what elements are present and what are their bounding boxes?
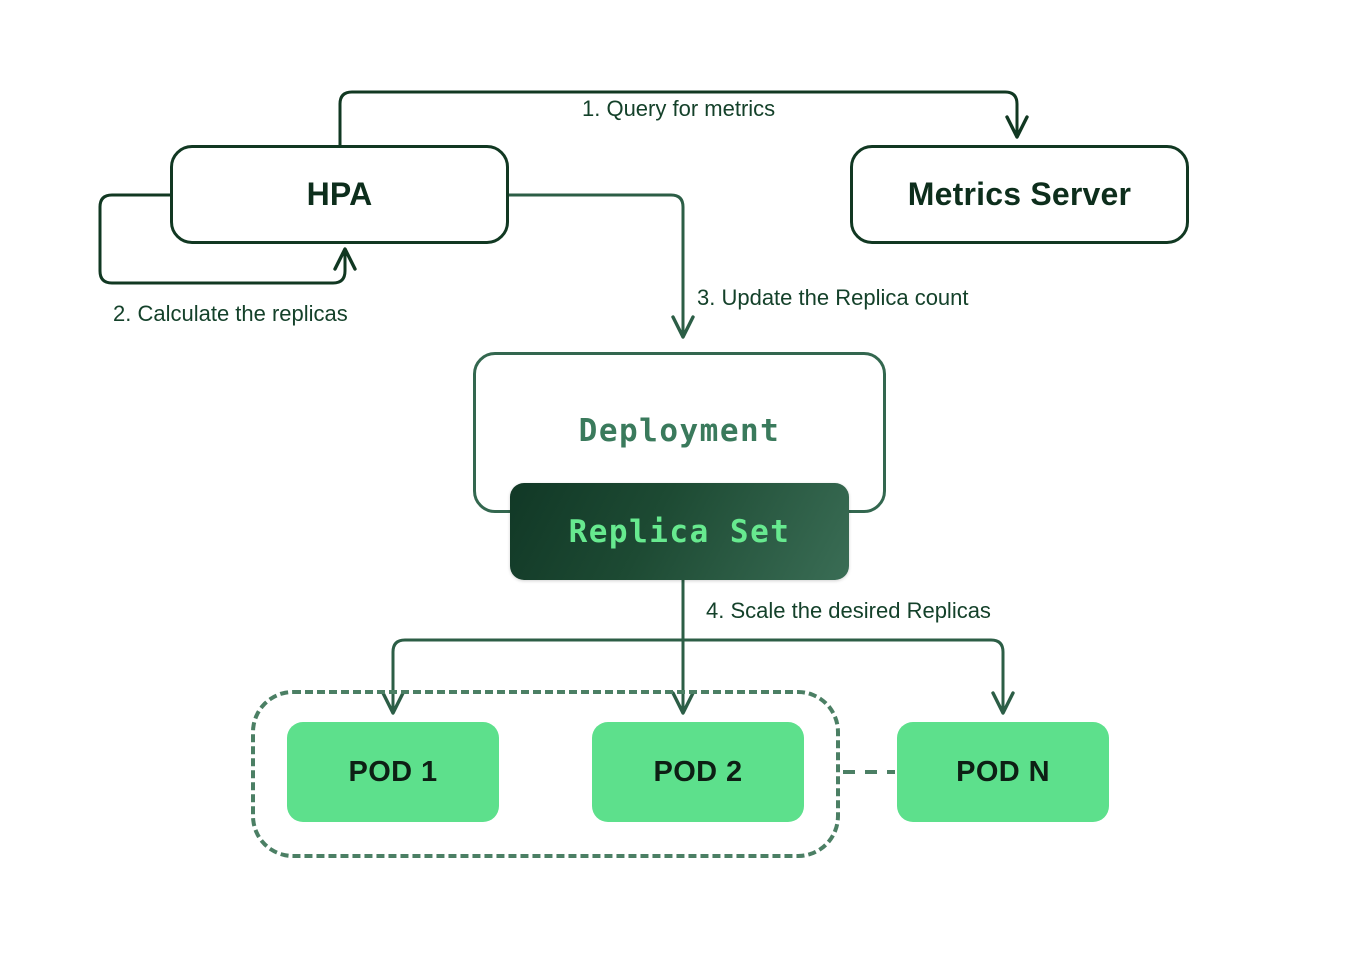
pod-2-label: POD 2 xyxy=(653,755,743,788)
pod-2[interactable]: POD 2 xyxy=(592,722,804,822)
node-replica-set-label: Replica Set xyxy=(568,513,791,550)
node-hpa-label: HPA xyxy=(306,176,373,212)
pod-1[interactable]: POD 1 xyxy=(287,722,499,822)
step-label-calculate-the-replicas: 2. Calculate the replicas xyxy=(113,301,348,326)
pod-1-label: POD 1 xyxy=(348,755,438,788)
node-deployment-label: Deployment xyxy=(578,413,781,449)
node-metrics-server-label: Metrics Server xyxy=(907,176,1132,212)
node-replica-set[interactable]: Replica Set xyxy=(510,483,849,580)
pod-n[interactable]: POD N xyxy=(897,722,1109,822)
node-metrics-server[interactable]: Metrics Server xyxy=(850,145,1189,244)
step-label-update-the-replica-count: 3. Update the Replica count xyxy=(697,285,969,310)
wire-update-replica-count xyxy=(507,193,695,339)
step-label-scale-the-desired-replicas: 4. Scale the desired Replicas xyxy=(706,598,991,623)
pod-group-boundary xyxy=(251,690,840,858)
pod-n-label: POD N xyxy=(956,755,1050,788)
node-hpa[interactable]: HPA xyxy=(170,145,509,244)
step-label-query-for-metrics: 1. Query for metrics xyxy=(582,96,776,121)
